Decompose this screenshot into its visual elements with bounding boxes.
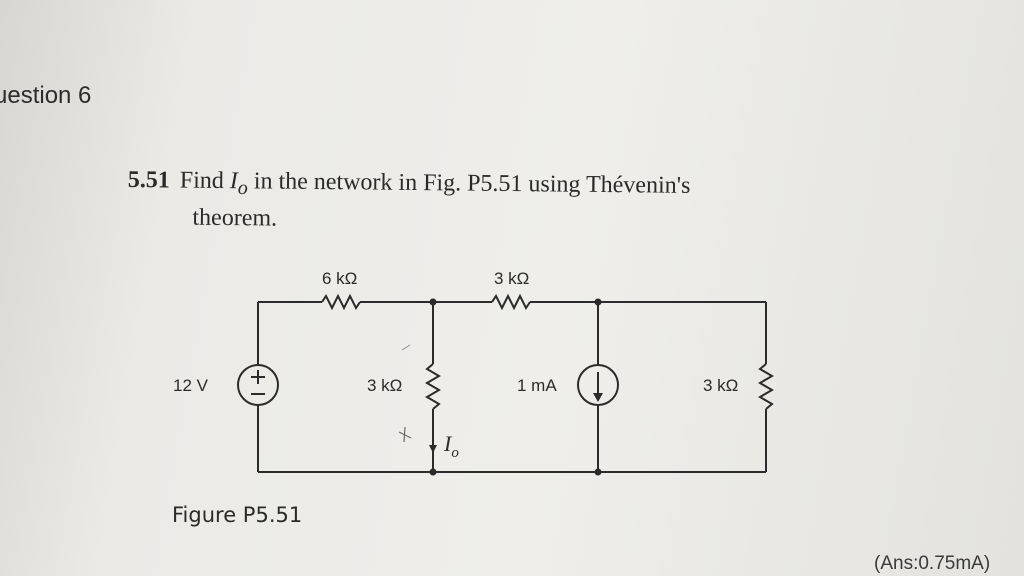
resistor-3k-right [758, 363, 774, 410]
resistor-6k-label: 6 kΩ [322, 269, 357, 288]
io-label-main: I [443, 431, 453, 456]
junction-bottom-mid [429, 468, 437, 476]
current-source-label: 1 mA [517, 376, 557, 395]
io-label-subscript: o [451, 445, 459, 461]
pencil-mark-b [403, 426, 406, 443]
figure-caption: Figure P5.51 [172, 503, 303, 527]
junction-top-right [594, 298, 602, 306]
resistor-3k-vertical-label: 3 kΩ [367, 376, 402, 395]
junction-bottom-right [594, 468, 602, 476]
resistor-6k [321, 293, 361, 311]
io-arrow-head [429, 445, 437, 453]
answer-text: (Ans:0.75mA) [874, 553, 991, 574]
io-label: Io [443, 431, 459, 461]
resistor-3k-vertical [425, 363, 441, 410]
resistor-3k-right-label: 3 kΩ [703, 376, 738, 395]
question-heading: uestion 6 [0, 82, 92, 109]
resistor-3k-top [491, 293, 531, 311]
resistor-3k-top-label: 3 kΩ [494, 269, 529, 288]
pencil-mark-c [401, 344, 411, 351]
current-arrow-head [593, 393, 603, 402]
voltage-source-label: 12 V [173, 376, 209, 395]
junction-top-mid [429, 298, 437, 306]
